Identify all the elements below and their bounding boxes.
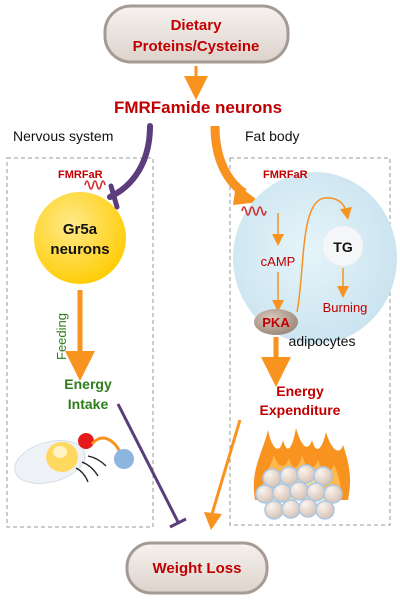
gr5a-label-line2: neurons (50, 241, 109, 258)
arrow-expenditure-to-weight-loss (210, 419, 242, 515)
gr5a-neuron-cell (34, 192, 126, 284)
arrow-weight-loss-head (204, 512, 222, 530)
feeding-label: Feeding (54, 313, 69, 360)
fat-body-panel: Fat body (229, 128, 391, 526)
activation-arrowhead (233, 184, 260, 205)
inhibition-bar (108, 183, 120, 210)
receptor-coil-icon (84, 180, 106, 190)
gr5a-label-line1: Gr5a (63, 221, 98, 238)
fat-body-title: Fat body (245, 128, 299, 144)
nervous-system-panel: Nervous system (6, 128, 154, 528)
camp-label: cAMP (261, 254, 296, 269)
inhibition-to-neurons (107, 123, 153, 200)
fat-body-border (229, 157, 391, 526)
pka-node (254, 309, 298, 335)
fly-icon (14, 433, 134, 484)
energy-intake-line2: Intake (68, 396, 109, 412)
dietary-label-line2: Proteins/Cysteine (133, 38, 260, 55)
dietary-label-line1: Dietary (171, 17, 223, 34)
nervous-system-title: Nervous system (13, 128, 113, 144)
energy-expenditure-line1: Energy (276, 383, 324, 399)
weight-loss-box: Weight Loss (125, 541, 269, 595)
tg-label: TG (333, 239, 353, 255)
arrow-pka-to-tg (296, 197, 352, 313)
inhibition-bar-bottom (169, 517, 187, 529)
right-receptor-label: FMRFaR (263, 169, 308, 181)
nervous-system-border (6, 157, 154, 528)
burning-label: Burning (323, 300, 368, 315)
pka-label: PKA (262, 315, 290, 330)
dietary-input-box: Dietary Proteins/Cysteine (103, 4, 290, 64)
energy-expenditure-line2: Expenditure (260, 402, 341, 418)
tg-node (323, 226, 363, 266)
fat-droplets-icon (255, 464, 343, 520)
weight-loss-label: Weight Loss (153, 560, 242, 577)
energy-intake-line1: Energy (64, 376, 112, 392)
receptor-coil-icon (241, 206, 267, 216)
left-receptor-label: FMRFaR (58, 169, 103, 181)
intake-inhibits-weight-loss (116, 403, 180, 523)
adipocytes-label: adipocytes (289, 333, 356, 349)
fmrfamide-neurons-label: FMRFamide neurons (114, 98, 282, 117)
